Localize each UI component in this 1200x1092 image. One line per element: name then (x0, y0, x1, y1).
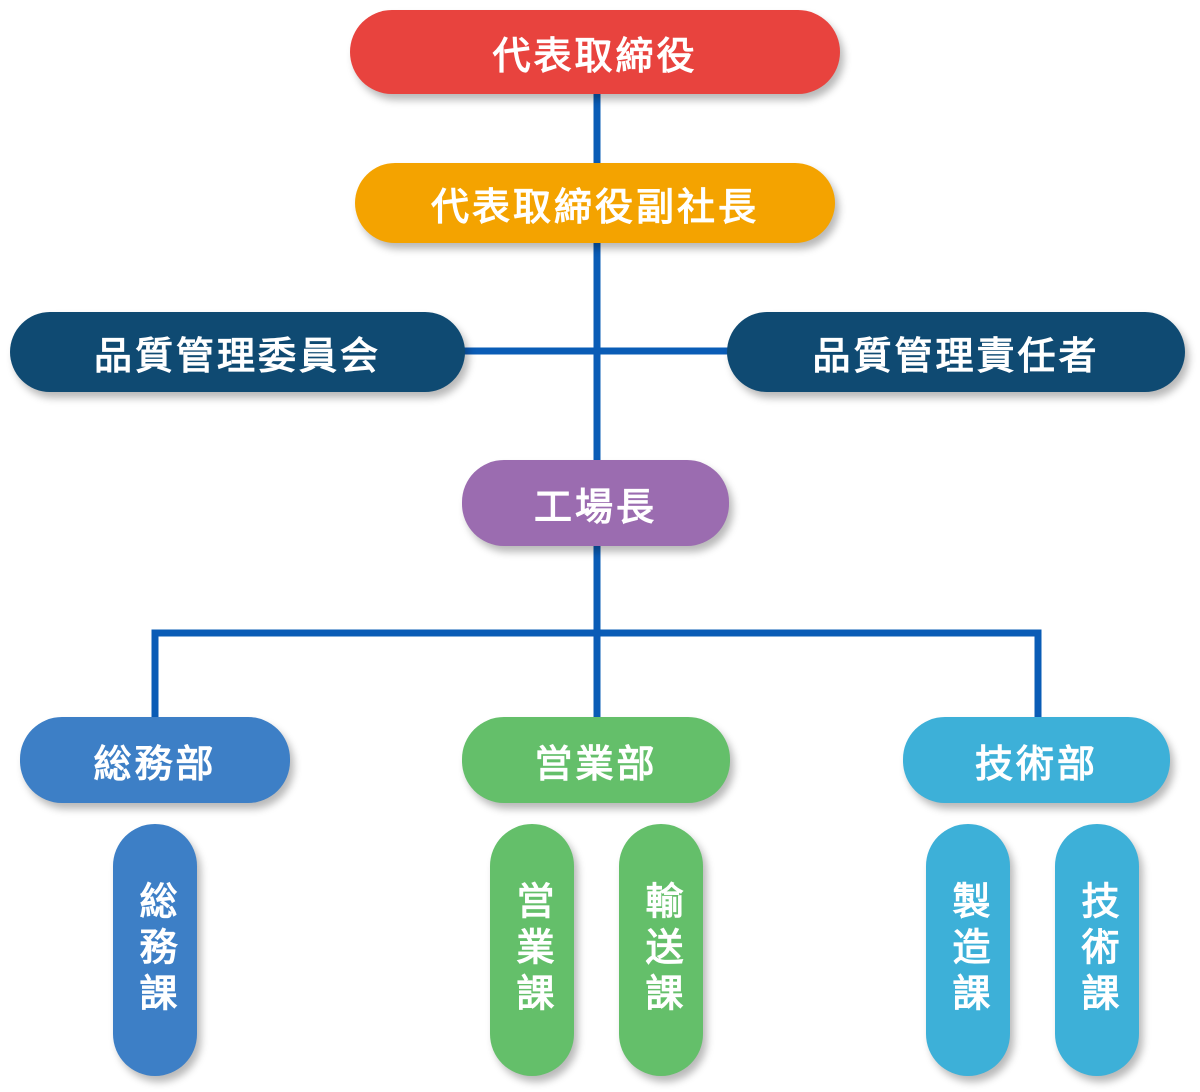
transport-section-label: 輸送課 (639, 881, 683, 1019)
quality-committee-label: 品質管理委員会 (93, 333, 381, 378)
manufacturing-section-label: 製造課 (946, 881, 990, 1019)
sales-dept-label: 営業部 (534, 741, 658, 786)
line-departments-branch (151, 629, 1042, 725)
factory-manager-label: 工場長 (533, 484, 657, 529)
general-affairs-section-label: 総務課 (133, 881, 177, 1019)
technical-section-label: 技術課 (1075, 881, 1119, 1019)
transport-section-box: 輸送課 (619, 824, 703, 1076)
technical-dept-label: 技術部 (974, 741, 1098, 786)
ceo-box: 代表取締役 (350, 10, 840, 94)
quality-manager-box: 品質管理責任者 (727, 312, 1185, 392)
vice-president-label: 代表取締役副社長 (430, 184, 759, 229)
vice-president-box: 代表取締役副社長 (355, 163, 835, 243)
quality-committee-box: 品質管理委員会 (10, 312, 465, 392)
general-affairs-section-box: 総務課 (113, 824, 197, 1076)
sales-section-box: 営業課 (490, 824, 574, 1076)
quality-manager-label: 品質管理責任者 (812, 333, 1100, 378)
sales-dept-box: 営業部 (462, 717, 730, 803)
technical-section-box: 技術課 (1055, 824, 1139, 1076)
ceo-label: 代表取締役 (492, 33, 698, 78)
sales-section-label: 営業課 (510, 881, 554, 1019)
general-affairs-dept-box: 総務部 (20, 717, 290, 803)
manufacturing-section-box: 製造課 (926, 824, 1010, 1076)
general-affairs-dept-label: 総務部 (93, 741, 217, 786)
factory-manager-box: 工場長 (462, 460, 729, 546)
technical-dept-box: 技術部 (903, 717, 1170, 803)
